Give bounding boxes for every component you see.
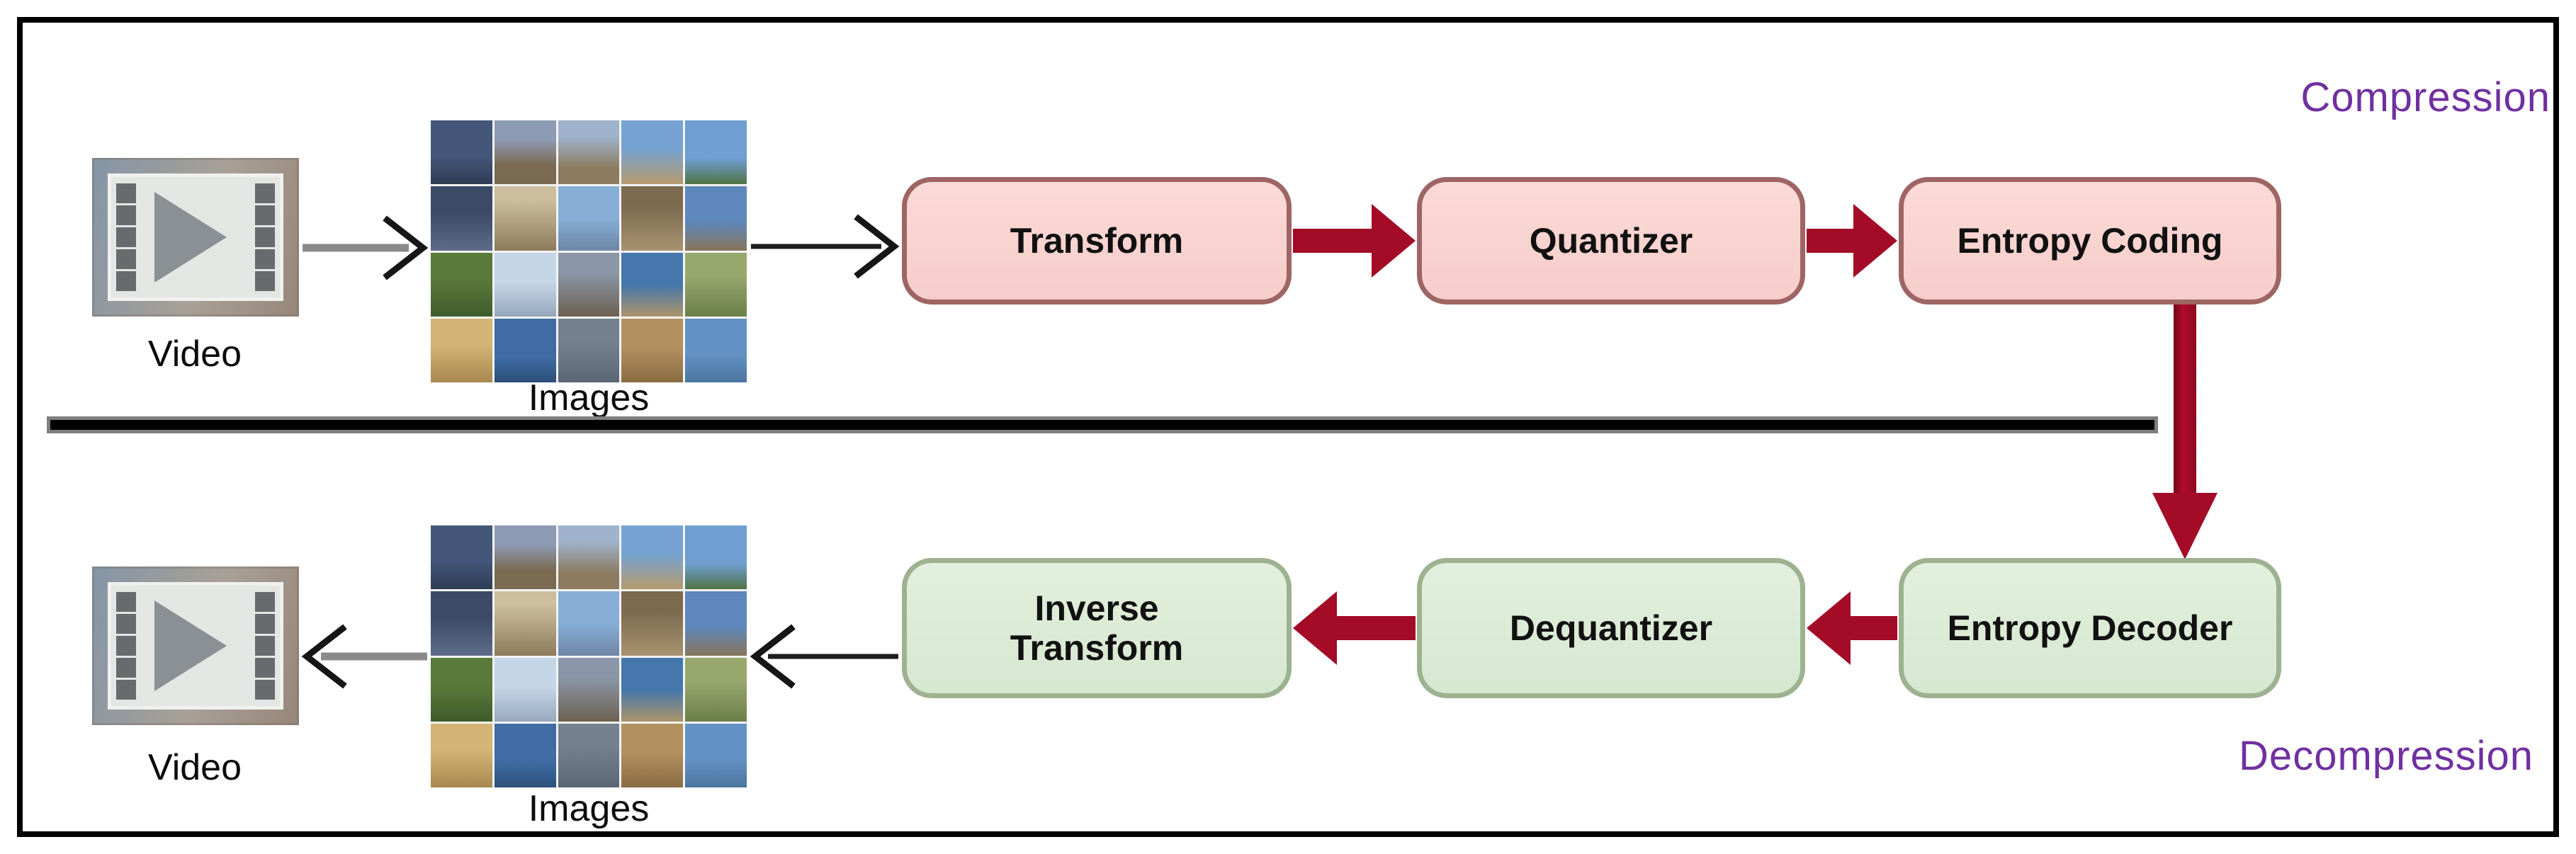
video-file-icon (92, 158, 299, 317)
transform-label: Transform (1010, 221, 1184, 261)
arrow-images-to-transform-icon (751, 214, 900, 279)
film-sprocket-holes-right (255, 173, 275, 301)
section-divider (47, 416, 2158, 433)
arrow-coding-to-decoder-shaft-icon (2174, 304, 2196, 494)
images-collage (431, 525, 747, 787)
photo-thumbnail (685, 657, 747, 722)
inverse-transform-label: Inverse Transform (1010, 588, 1184, 668)
images-collage (431, 120, 747, 382)
photo-thumbnail (558, 120, 620, 185)
entropy-coding-label: Entropy Coding (1957, 221, 2223, 261)
photo-thumbnail (621, 318, 684, 382)
photo-thumbnail (558, 525, 620, 590)
photo-thumbnail (494, 318, 556, 382)
diagram-frame (17, 17, 2559, 837)
photo-thumbnail (685, 591, 747, 656)
entropy-decoder-label: Entropy Decoder (1947, 608, 2233, 648)
film-screen (108, 173, 283, 301)
photo-thumbnail (685, 318, 747, 382)
decompression-section-label: Decompression (2239, 733, 2533, 779)
photo-thumbnail (494, 186, 556, 251)
photo-thumbnail (431, 120, 492, 185)
photo-thumbnail (494, 657, 556, 722)
photo-thumbnail (494, 252, 556, 317)
quantizer-label: Quantizer (1529, 221, 1693, 261)
photo-thumbnail (685, 186, 747, 251)
photo-thumbnail (431, 591, 492, 656)
photo-thumbnail (685, 525, 747, 590)
photo-thumbnail (494, 120, 556, 185)
photo-thumbnail (494, 525, 556, 590)
transform-box: Transform (902, 177, 1292, 304)
photo-thumbnail (621, 186, 684, 251)
images-caption: Images (528, 377, 650, 419)
photo-thumbnail (431, 252, 492, 317)
compression-section-label: Compression (2300, 74, 2550, 120)
arrow-inverse-transform-to-images-icon (750, 624, 898, 689)
photo-thumbnail (431, 186, 492, 251)
arrow-decoder-to-dequantizer-icon (1807, 591, 1897, 666)
inverse-transform-box: Inverse Transform (902, 558, 1292, 698)
photo-thumbnail (621, 591, 684, 656)
photo-thumbnail (494, 591, 556, 656)
photo-thumbnail (621, 657, 684, 722)
arrow-dequantizer-to-inverse-transform-icon (1293, 591, 1416, 666)
photo-thumbnail (431, 657, 492, 722)
quantizer-box: Quantizer (1417, 177, 1805, 304)
dequantizer-box: Dequantizer (1417, 558, 1805, 698)
arrow-transform-to-quantizer-icon (1293, 203, 1416, 278)
film-sprocket-holes-left (116, 582, 136, 710)
photo-thumbnail (558, 318, 620, 382)
photo-thumbnail (621, 723, 684, 787)
photo-thumbnail (431, 723, 492, 787)
entropy-coding-box: Entropy Coding (1899, 177, 2281, 304)
video-caption: Video (147, 747, 242, 788)
entropy-decoder-box: Entropy Decoder (1899, 558, 2281, 698)
photo-thumbnail (431, 525, 492, 590)
play-icon (154, 600, 227, 691)
photo-thumbnail (558, 186, 620, 251)
video-file-icon (92, 567, 299, 725)
arrow-coding-to-decoder-head-icon (2152, 493, 2218, 559)
photo-thumbnail (685, 120, 747, 185)
photo-thumbnail (558, 657, 620, 722)
photo-thumbnail (558, 252, 620, 317)
images-caption: Images (528, 788, 650, 829)
photo-thumbnail (621, 120, 684, 185)
arrow-images-to-video-icon (301, 624, 427, 689)
play-icon (154, 192, 227, 283)
arrow-quantizer-to-entropy-coding-icon (1807, 203, 1897, 278)
photo-thumbnail (494, 723, 556, 787)
photo-thumbnail (558, 591, 620, 656)
photo-thumbnail (621, 525, 684, 590)
photo-thumbnail (685, 723, 747, 787)
photo-thumbnail (431, 318, 492, 382)
film-sprocket-holes-right (255, 582, 275, 710)
photo-thumbnail (558, 723, 620, 787)
video-caption: Video (147, 334, 242, 375)
photo-thumbnail (621, 252, 684, 317)
film-sprocket-holes-left (116, 173, 136, 301)
film-screen (108, 582, 283, 710)
dequantizer-label: Dequantizer (1509, 608, 1713, 648)
arrow-video-to-images-icon (303, 215, 429, 280)
photo-thumbnail (685, 252, 747, 317)
